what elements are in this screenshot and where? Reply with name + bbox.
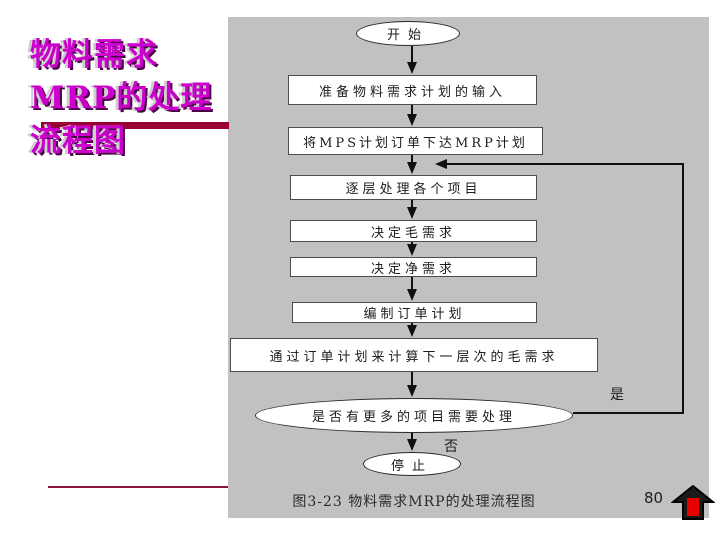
flow-node-order-plan: 编制订单计划: [292, 302, 537, 323]
slide-title: 物料需求 MRP的处理 流程图: [30, 34, 230, 163]
flow-node-prepare-input: 准备物料需求计划的输入: [288, 75, 537, 105]
slide-title-line-1: 物料需求: [30, 37, 158, 73]
branch-label-yes: 是: [610, 387, 624, 403]
title-accent-bar: [41, 122, 229, 129]
flow-node-release-mps: 将MPS计划订单下达MRP计划: [288, 127, 543, 155]
flow-node-process-levels: 逐层处理各个项目: [290, 175, 537, 200]
flow-node-more-items-decision: 是否有更多的项目需要处理: [255, 398, 573, 433]
branch-label-no: 否: [444, 439, 458, 455]
slide-title-line-3: 流程图: [30, 123, 126, 159]
flow-node-net-req: 决定净需求: [290, 257, 537, 277]
flow-node-next-level-gross: 通过订单计划来计算下一层次的毛需求: [230, 338, 598, 372]
up-arrow-icon[interactable]: [671, 485, 715, 521]
flow-node-start: 开始: [356, 21, 460, 46]
footer-divider-line: [48, 486, 229, 488]
flow-node-gross-req: 决定毛需求: [290, 220, 537, 242]
page-number: 80: [644, 489, 664, 507]
slide-title-line-2: MRP的处理: [30, 80, 213, 116]
figure-caption: 图3-23 物料需求MRP的处理流程图: [292, 494, 536, 510]
flow-node-stop: 停止: [363, 452, 461, 476]
